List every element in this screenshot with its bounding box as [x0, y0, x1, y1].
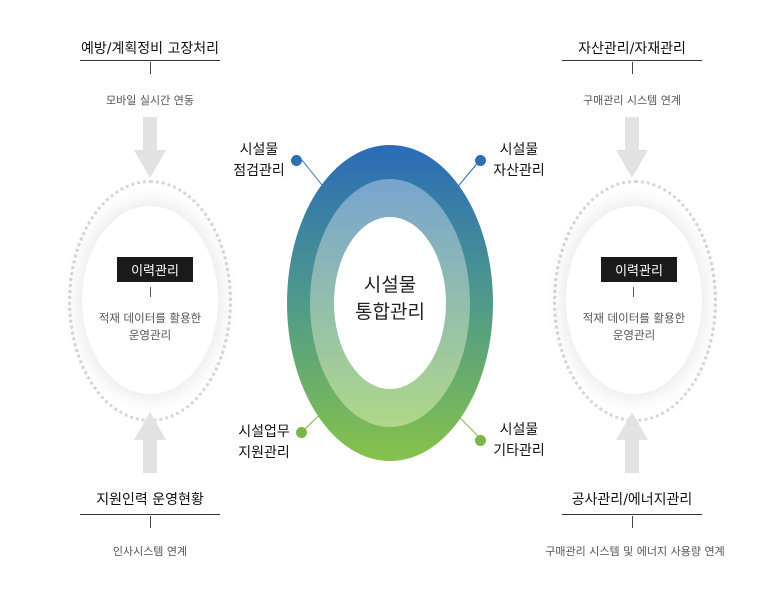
- left-history-tag: 이력관리: [117, 257, 193, 282]
- left-top-title: 예방/계획정비 고장처리: [81, 41, 219, 57]
- right-bottom-title: 공사관리/에너지관리: [571, 492, 693, 508]
- left-bottom-title: 지원인력 운영현황: [96, 492, 204, 508]
- right-top-title: 자산관리/자재관리: [578, 41, 686, 57]
- node-inspection-line1: 시설물: [239, 142, 279, 158]
- node-other-line1: 시설물: [499, 422, 539, 438]
- right-history-circle: [566, 206, 702, 394]
- right-up-arrow-icon: [616, 412, 648, 440]
- node-inspection-label: 시설물 점검관리: [228, 140, 290, 182]
- node-support-label: 시설업무 지원관리: [228, 422, 300, 464]
- node-inspection-dot: [291, 155, 302, 166]
- right-desc-line2: 운영관리: [612, 328, 656, 342]
- left-history-desc: 적재 데이터를 활용한 운영관리: [82, 310, 218, 344]
- right-down-arrow-shaft: [625, 117, 639, 151]
- node-other-line2: 기타관리: [493, 443, 545, 459]
- node-inspection-line2: 점검관리: [233, 163, 285, 179]
- node-asset-line2: 자산관리: [493, 163, 545, 179]
- right-top-subtitle: 구매관리 시스템 연계: [582, 94, 682, 107]
- center-title: 시설물 통합관리: [330, 272, 450, 326]
- left-desc-line1: 적재 데이터를 활용한: [98, 311, 202, 325]
- node-asset-label: 시설물 자산관리: [488, 140, 550, 182]
- right-bottom-divider: [562, 514, 702, 515]
- left-bottom-divider: [80, 514, 220, 515]
- left-down-arrow-icon: [134, 150, 166, 178]
- center-title-line2: 통합관리: [355, 301, 425, 323]
- left-desc-line2: 운영관리: [128, 328, 172, 342]
- left-bottom-subtitle: 인사시스템 연계: [112, 545, 188, 558]
- left-top-connector: [150, 62, 151, 74]
- right-top-divider: [562, 60, 702, 61]
- left-top-divider: [80, 60, 220, 61]
- left-top-subtitle: 모바일 실시간 연동: [106, 94, 194, 107]
- node-other-dot: [475, 435, 486, 446]
- left-up-arrow-shaft: [143, 439, 157, 473]
- node-asset-line1: 시설물: [499, 142, 539, 158]
- right-top-connector: [632, 62, 633, 74]
- right-tag-connector: [633, 287, 634, 297]
- left-up-arrow-icon: [134, 412, 166, 440]
- left-bottom-connector: [150, 516, 151, 528]
- node-support-line2: 지원관리: [238, 445, 290, 461]
- node-asset-dot: [475, 155, 486, 166]
- center-title-line1: 시설물: [363, 274, 417, 296]
- right-down-arrow-icon: [616, 150, 648, 178]
- left-tag-connector: [150, 287, 151, 297]
- node-support-dot: [296, 427, 307, 438]
- right-bottom-connector: [632, 516, 633, 528]
- right-bottom-subtitle: 구매관리 시스템 및 에너지 사용량 연계: [545, 545, 725, 558]
- right-up-arrow-shaft: [625, 439, 639, 473]
- left-history-circle: [82, 206, 218, 394]
- node-other-label: 시설물 기타관리: [488, 420, 550, 462]
- right-desc-line1: 적재 데이터를 활용한: [582, 311, 686, 325]
- right-history-desc: 적재 데이터를 활용한 운영관리: [566, 310, 702, 344]
- center-ring-graphic: [287, 145, 493, 461]
- node-support-line1: 시설업무: [238, 424, 290, 440]
- right-history-tag: 이력관리: [601, 257, 677, 282]
- left-down-arrow-shaft: [143, 117, 157, 151]
